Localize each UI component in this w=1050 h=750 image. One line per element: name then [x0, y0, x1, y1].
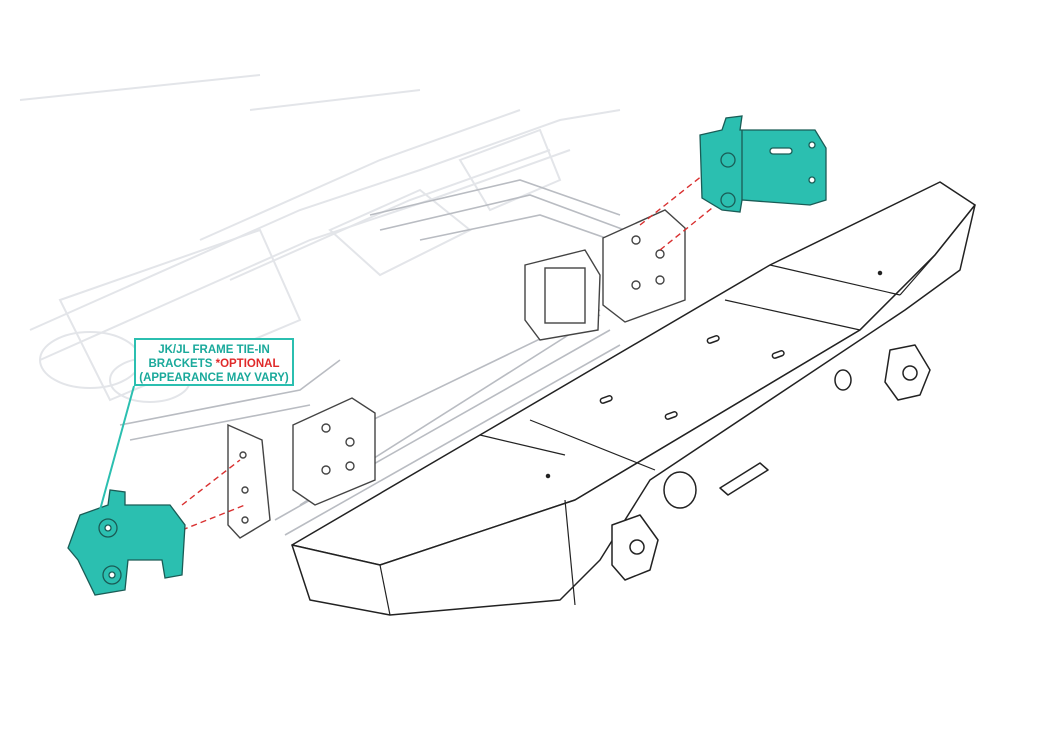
callout-line-3: (APPEARANCE MAY VARY) — [139, 372, 289, 384]
callout-line-1: JK/JL FRAME TIE-IN — [158, 344, 270, 356]
alignment-guide-lines — [181, 159, 723, 531]
frame-tie-in-bracket-upper — [699, 115, 827, 213]
callout-line-2: BRACKETS *OPTIONAL — [136, 357, 292, 371]
frame-tie-in-bracket-lower — [67, 489, 186, 596]
bracket-callout-label: JK/JL FRAME TIE-IN BRACKETS *OPTIONAL (A… — [134, 338, 294, 386]
callout-leader-line — [99, 385, 135, 511]
rear-bumper — [291, 181, 976, 616]
callout-brackets-text: BRACKETS — [148, 358, 216, 370]
vehicle-frame-ghost — [19, 74, 621, 403]
frame-mount-plates — [227, 209, 686, 539]
callout-optional-text: *OPTIONAL — [215, 358, 280, 370]
